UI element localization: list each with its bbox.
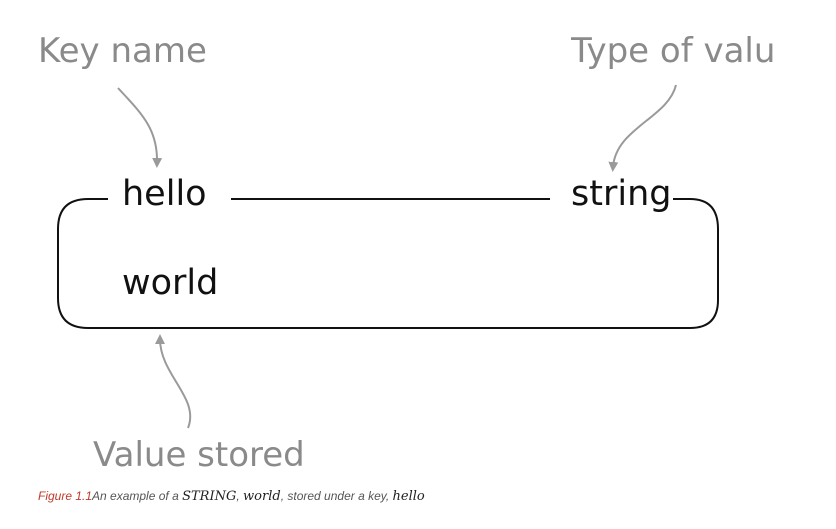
type-of-value-label-clip: Type of valu	[571, 34, 784, 80]
type-text: string	[571, 174, 674, 214]
figure-caption: Figure 1.1An example of a STRING, world,…	[38, 490, 425, 503]
type-of-value-label: Type of valu	[571, 34, 776, 71]
record-box	[57, 198, 719, 329]
caption-key-term: hello	[392, 489, 425, 504]
caption-sep-1: ,	[236, 489, 244, 503]
caption-text-1: An example of a	[92, 489, 183, 503]
key-name-arrow	[117, 87, 163, 168]
figure-number: Figure 1.1	[38, 489, 93, 503]
type-arrow	[608, 84, 677, 172]
caption-text-2: , stored under a key,	[280, 489, 393, 503]
key-name-label: Key name	[38, 31, 207, 71]
value-arrow	[155, 334, 192, 429]
caption-type-term: STRING	[182, 489, 237, 504]
key-text: hello	[122, 177, 211, 212]
value-text: world	[122, 263, 219, 303]
value-stored-label: Value stored	[93, 435, 305, 475]
caption-value-term: world	[243, 489, 281, 504]
